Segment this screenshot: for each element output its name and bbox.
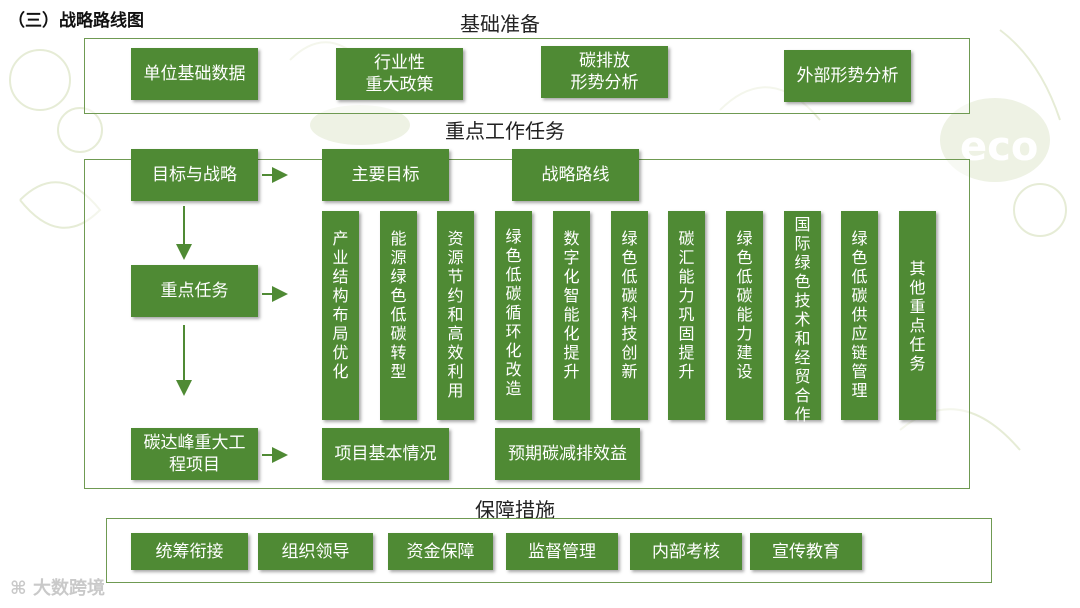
task-item: 绿色低碳循环化改造 (495, 211, 532, 420)
task-label: 绿色低碳供应链管理 (851, 229, 868, 400)
task-label: 数字化智能化提升 (563, 229, 580, 381)
safeguard-item: 资金保障 (388, 533, 493, 570)
watermark-text: 大数跨境 (33, 578, 105, 599)
section-key-tasks-label: 重点工作任务 (430, 115, 580, 144)
left-item-key-tasks: 重点任务 (131, 265, 258, 317)
project-item-carbon-reduction: 预期碳减排效益 (495, 428, 640, 480)
foundation-item: 行业性 重大政策 (336, 48, 463, 100)
task-label: 国际绿色技术和经贸合作 (794, 215, 811, 424)
task-item: 绿色低碳科技创新 (611, 211, 648, 420)
task-item: 产业结构布局优化 (322, 211, 359, 420)
safeguard-item: 监督管理 (506, 533, 618, 570)
task-label: 绿色低碳科技创新 (621, 229, 638, 381)
task-item: 绿色低碳供应链管理 (841, 211, 878, 420)
task-label: 其他重点任务 (909, 259, 926, 373)
left-item-projects: 碳达峰重大工 程项目 (131, 428, 258, 480)
task-label: 碳汇能力巩固提升 (678, 229, 695, 381)
page-title: （三）战略路线图 (8, 6, 144, 31)
safeguard-item: 宣传教育 (750, 533, 862, 570)
task-label: 资源节约和高效利用 (447, 229, 464, 400)
foundation-item: 外部形势分析 (784, 50, 911, 102)
task-item: 其他重点任务 (899, 211, 936, 420)
left-item-goals: 目标与战略 (131, 149, 258, 201)
foundation-item: 碳排放 形势分析 (541, 46, 668, 98)
task-item: 数字化智能化提升 (553, 211, 590, 420)
foundation-item: 单位基础数据 (131, 48, 258, 100)
task-item: 国际绿色技术和经贸合作 (784, 211, 821, 420)
task-item: 绿色低碳能力建设 (726, 211, 763, 420)
safeguard-item: 内部考核 (630, 533, 742, 570)
goal-item-strategy-route: 战略路线 (512, 149, 639, 201)
task-item: 资源节约和高效利用 (437, 211, 474, 420)
task-label: 能源绿色低碳转型 (390, 229, 407, 381)
watermark-logo-icon: ⌘ (10, 578, 33, 599)
task-label: 绿色低碳能力建设 (736, 229, 753, 381)
task-item: 能源绿色低碳转型 (380, 211, 417, 420)
safeguard-item: 组织领导 (258, 533, 373, 570)
safeguard-item: 统筹衔接 (131, 533, 248, 570)
project-item-basic-info: 项目基本情况 (322, 428, 449, 480)
task-label: 绿色低碳循环化改造 (505, 227, 522, 398)
section-foundation-label: 基础准备 (440, 8, 560, 37)
watermark: ⌘ 大数跨境 (10, 574, 105, 600)
svg-text:eco: eco (960, 124, 1038, 170)
task-label: 产业结构布局优化 (332, 229, 349, 381)
goal-item-main-goal: 主要目标 (322, 149, 449, 201)
task-item: 碳汇能力巩固提升 (668, 211, 705, 420)
